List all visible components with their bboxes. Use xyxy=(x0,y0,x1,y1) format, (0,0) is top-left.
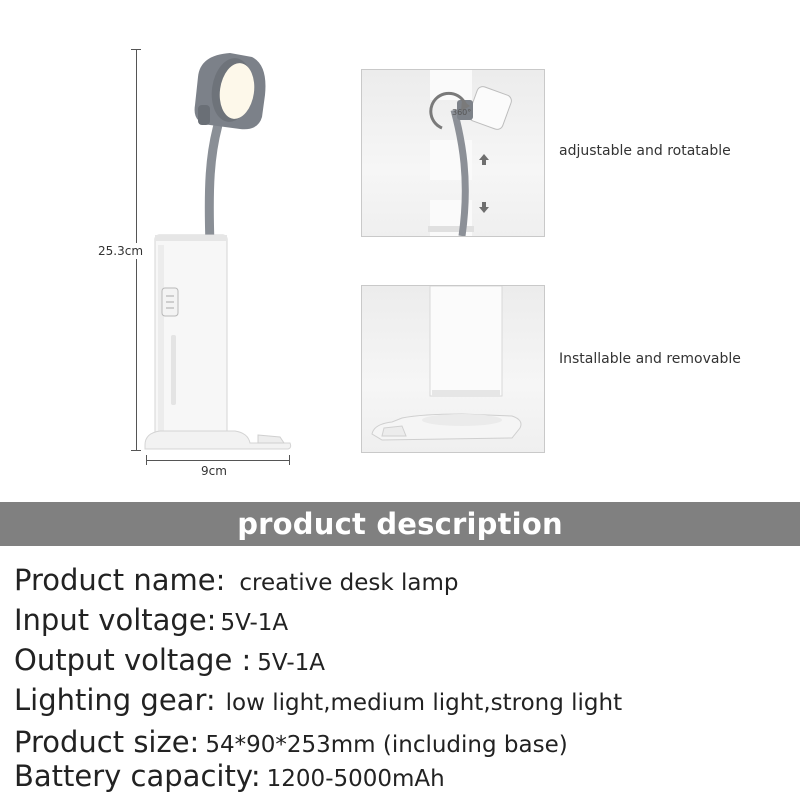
spec-key: Battery capacity: xyxy=(14,759,261,793)
width-dimension-label: 9cm xyxy=(201,464,227,478)
lamp-gooseneck xyxy=(204,120,223,250)
spec-value: 54*90*253mm (including base) xyxy=(205,732,568,758)
spec-value: creative desk lamp xyxy=(239,570,459,596)
removable-base-illustration xyxy=(371,286,522,441)
spec-row-input-voltage: Input voltage: 5V-1A xyxy=(14,603,288,637)
width-dimension-line xyxy=(146,460,289,461)
rotate-arrow-icon xyxy=(429,91,468,130)
height-dimension-label: 25.3cm xyxy=(98,243,144,259)
feature-label-removable: Installable and removable xyxy=(559,351,741,367)
banner-title: product description xyxy=(237,507,563,541)
lamp-base xyxy=(144,430,292,450)
adjustable-lamp-illustration xyxy=(428,70,512,236)
width-dimension-right-tick xyxy=(289,455,290,465)
spec-value: low light,medium light,strong light xyxy=(225,690,623,716)
height-dimension-bottom-tick xyxy=(131,450,141,451)
spec-row-product-name: Product name: creative desk lamp xyxy=(14,563,459,597)
spec-value: 1200-5000mAh xyxy=(266,766,445,792)
spec-row-battery-capacity: Battery capacity: 1200-5000mAh xyxy=(14,759,445,793)
lamp-light-face xyxy=(219,63,255,119)
down-arrow-icon xyxy=(479,202,489,213)
spec-row-output-voltage: Output voltage : 5V-1A xyxy=(14,643,325,677)
feature-panel-adjustable: 360° xyxy=(361,69,545,237)
feature-panel-removable xyxy=(361,285,545,453)
spec-row-lighting-gear: Lighting gear: low light,medium light,st… xyxy=(14,683,622,717)
spec-key: Output voltage : xyxy=(14,643,252,677)
spec-value: 5V-1A xyxy=(220,610,289,636)
spec-key: Input voltage: xyxy=(14,603,217,637)
spec-key: Product name: xyxy=(14,563,226,597)
rotation-degree-badge: 360° xyxy=(452,108,472,117)
lamp-body xyxy=(154,234,228,441)
spec-row-product-size: Product size: 54*90*253mm (including bas… xyxy=(14,725,568,759)
spec-value: 5V-1A xyxy=(257,650,325,676)
lamp-head xyxy=(194,53,266,130)
up-arrow-icon xyxy=(479,154,489,165)
product-description-banner: product description xyxy=(0,502,800,546)
spec-key: Product size: xyxy=(14,725,200,759)
spec-key: Lighting gear: xyxy=(14,683,216,717)
desk-lamp-illustration xyxy=(144,53,292,450)
feature-label-adjustable: adjustable and rotatable xyxy=(559,143,731,159)
